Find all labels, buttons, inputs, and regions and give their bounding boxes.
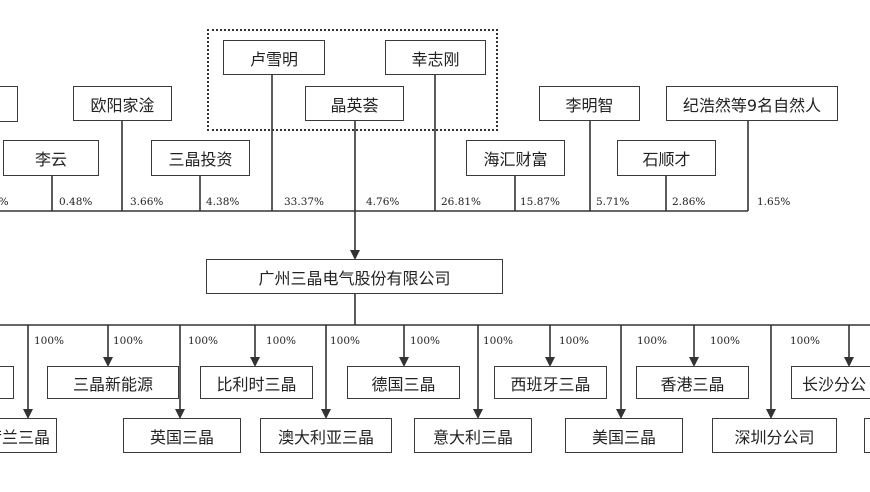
subsidiary-spain: 西班牙三晶: [494, 366, 607, 399]
pct-label: 33.37%: [284, 196, 325, 208]
pct-label: 15.87%: [520, 196, 561, 208]
pct-label: 100%: [710, 335, 741, 347]
subsidiary-uk: 英国三晶: [123, 418, 241, 453]
subsidiary-belgium: 比利时三晶: [200, 366, 313, 399]
main-company-box: 广州三晶电气股份有限公司: [206, 259, 503, 294]
pct-label: 3.66%: [130, 196, 164, 208]
shareholder-sanjing-investment: 三晶投资: [151, 140, 250, 176]
pct-label: 26.81%: [441, 196, 482, 208]
pct-label: 100%: [113, 335, 144, 347]
pct-label: 100%: [266, 335, 297, 347]
subsidiary-sanjing-new-energy: 三晶新能源: [47, 366, 179, 399]
subsidiary-shenzhen-branch: 深圳分公司: [712, 418, 837, 453]
pct-label: 0.48%: [59, 196, 93, 208]
subsidiary-germany: 德国三晶: [347, 366, 460, 399]
shareholder-li-yun: 李云: [3, 140, 99, 176]
pct-label: 100%: [559, 335, 590, 347]
subsidiary-box-cutoff-left: [0, 366, 14, 399]
shareholder-box-cutoff: [0, 86, 18, 122]
pct-label: 4.38%: [206, 196, 240, 208]
subsidiary-italy: 意大利三晶: [414, 418, 532, 453]
pct-label: 100%: [483, 335, 514, 347]
shareholder-ouyang-jiagan: 欧阳家淦: [73, 86, 172, 121]
shareholder-xing-zhigang: 幸志刚: [385, 40, 486, 75]
pct-label: 100%: [790, 335, 821, 347]
shareholder-ji-haoran-and-others: 纪浩然等9名自然人: [666, 86, 838, 121]
pct-label: 100%: [330, 335, 361, 347]
subsidiary-box-cutoff-right: [864, 418, 870, 453]
subsidiary-australia: 澳大利亚三晶: [260, 418, 392, 453]
shareholder-haihui-caifu: 海汇财富: [466, 140, 565, 176]
pct-label: 100%: [188, 335, 219, 347]
pct-label: 1.65%: [757, 196, 791, 208]
pct-label: 4.76%: [366, 196, 400, 208]
subsidiary-changsha-branch: 长沙分公: [791, 366, 870, 399]
shareholder-lu-xueming: 卢雪明: [223, 40, 325, 75]
shareholder-shi-shuncai: 石顺才: [617, 140, 716, 176]
subsidiary-hong-kong: 香港三晶: [636, 366, 749, 399]
pct-label: 100%: [410, 335, 441, 347]
pct-label: 100%: [34, 335, 65, 347]
concert-party-group-outline: [207, 29, 498, 131]
subsidiary-usa: 美国三晶: [565, 418, 683, 453]
pct-label: 2.86%: [672, 196, 706, 208]
shareholder-li-mingzhi: 李明智: [539, 86, 640, 121]
pct-label: 100%: [637, 335, 668, 347]
shareholder-jingyinghui: 晶英荟: [305, 86, 404, 121]
subsidiary-netherlands: 荷兰三晶: [0, 418, 57, 453]
pct-label: 5.71%: [596, 196, 630, 208]
pct-label: 0%: [0, 196, 9, 208]
